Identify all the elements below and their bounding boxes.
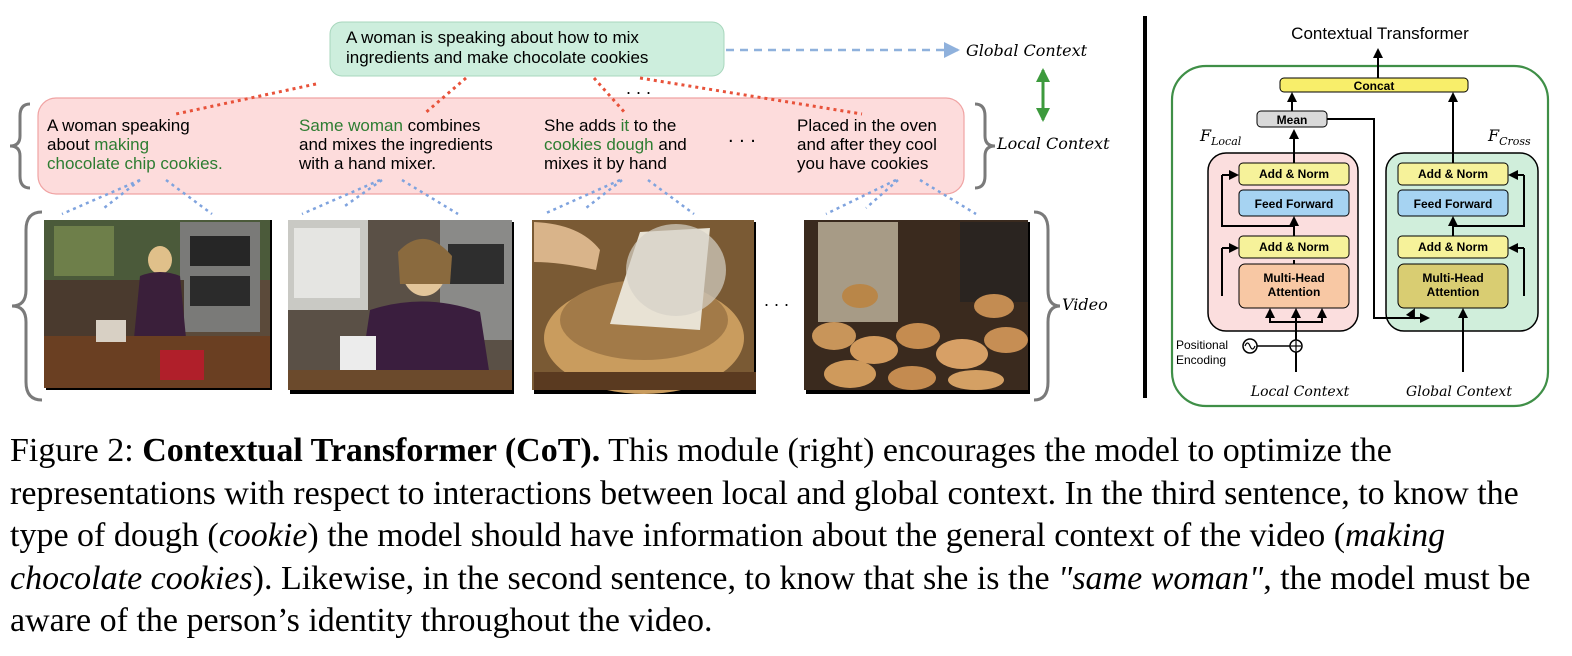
s2-line3: with a hand mixer. <box>299 154 437 173</box>
s2-line1-highlight: Same woman <box>299 116 403 135</box>
caption-text-2: ) the model should have information abou… <box>307 517 1346 554</box>
global-sentence-line-2: ingredients and make chocolate cookies <box>346 48 649 67</box>
cross-feed-forward-label: Feed Forward <box>1414 197 1493 211</box>
concat-label: Concat <box>1354 79 1395 93</box>
local-ellipsis: . . . <box>728 125 756 147</box>
local-add-norm-bottom-label: Add & Norm <box>1259 240 1329 254</box>
global-sentence-line-1: A woman is speaking about how to mix <box>346 28 639 47</box>
global-to-local-links <box>175 76 863 116</box>
caption-figure-label: Figure 2: <box>10 432 143 469</box>
local-context-label: Local Context <box>996 134 1110 153</box>
caption-text-3: ). Likewise, in the second sentence, to … <box>252 559 1059 597</box>
s4-line3: you have cookies <box>797 154 929 173</box>
local-sentence-2: Same woman combines and mixes the ingred… <box>299 116 493 173</box>
cross-multi-head-attention <box>1397 263 1509 309</box>
s3-line1a: She adds <box>544 116 621 135</box>
s1-line2-highlight: making <box>94 135 150 154</box>
caption-italic-1: cookie <box>218 517 308 554</box>
s1-line1: A woman speaking <box>47 116 190 135</box>
s4-line2: and after they cool <box>797 135 937 154</box>
cross-add-norm-top-label: Add & Norm <box>1418 167 1488 181</box>
video-right-brace <box>1033 210 1061 402</box>
local-sentence-4: Placed in the oven and after they cool y… <box>797 116 937 173</box>
caption-title: Contextual Transformer (CoT). <box>142 432 601 469</box>
local-to-cross-path <box>1327 118 1430 323</box>
transformer-outer-border <box>1170 64 1550 408</box>
global-ellipsis: . . . <box>626 78 651 98</box>
frame-ellipsis: . . . <box>764 290 789 310</box>
global-sentence: A woman is speaking about how to mix ing… <box>346 28 716 68</box>
caption-text-4: , the model must be aware of the person’… <box>10 559 1531 640</box>
s1-line3-highlight: chocolate chip cookies. <box>47 154 223 173</box>
video-frame-2 <box>288 220 514 394</box>
cross-add-norm-bottom-label: Add & Norm <box>1418 240 1488 254</box>
s3-line2-highlight: cookies dough <box>544 135 654 154</box>
video-left-brace <box>11 210 43 402</box>
local-sentence-3: She adds it to the cookies dough and mix… <box>544 116 687 173</box>
local-add-norm-top-label: Add & Norm <box>1259 167 1329 181</box>
diagram-svg: Global Context . . . . . . Local Context… <box>9 16 1550 408</box>
global-context-label: Global Context <box>966 41 1088 60</box>
s4-line1: Placed in the oven <box>797 116 937 135</box>
cross-stack-arrows <box>1448 92 1525 372</box>
video-frame-3 <box>532 220 756 394</box>
concat-box <box>1279 77 1469 93</box>
video-frame-4 <box>804 220 1030 394</box>
video-label: Video <box>1062 295 1108 314</box>
figure: Global Context . . . . . . Local Context… <box>9 16 1550 408</box>
s1-line2: about <box>47 135 95 154</box>
local-sentences-box <box>37 97 965 195</box>
f-local-label: FLocal <box>1199 126 1242 148</box>
s3-line2: and <box>653 135 687 154</box>
local-context-brace <box>974 102 996 190</box>
s3-line1-highlight: it <box>620 116 630 135</box>
caption-text-1: This module (right) encourages the model… <box>10 432 1519 554</box>
local-context-input-label: Local Context <box>1250 384 1350 400</box>
s2-line1: combines <box>402 116 481 135</box>
f-cross-label: FCross <box>1487 126 1531 148</box>
sentence-to-frame-links <box>61 178 977 216</box>
sentences-left-brace <box>9 102 31 190</box>
s3-line3: mixes it by hand <box>544 154 667 173</box>
global-sentence-box <box>329 21 725 77</box>
video-frame-1 <box>44 220 272 390</box>
caption-italic-3: "same woman" <box>1058 559 1264 597</box>
caption-italic-2: making chocolate cookies <box>10 517 1446 597</box>
local-feed-forward-label: Feed Forward <box>1255 197 1334 211</box>
mean-label: Mean <box>1277 113 1308 127</box>
local-sentence-1: A woman speaking about making chocolate … <box>47 116 223 173</box>
s2-line2: and mixes the ingredients <box>299 135 493 154</box>
transformer-title: Contextual Transformer <box>1291 24 1469 43</box>
global-context-input-label: Global Context <box>1406 384 1512 400</box>
s3-line1b: to the <box>629 116 677 135</box>
figure-caption: Figure 2: Contextual Transformer (CoT). … <box>10 430 1562 643</box>
